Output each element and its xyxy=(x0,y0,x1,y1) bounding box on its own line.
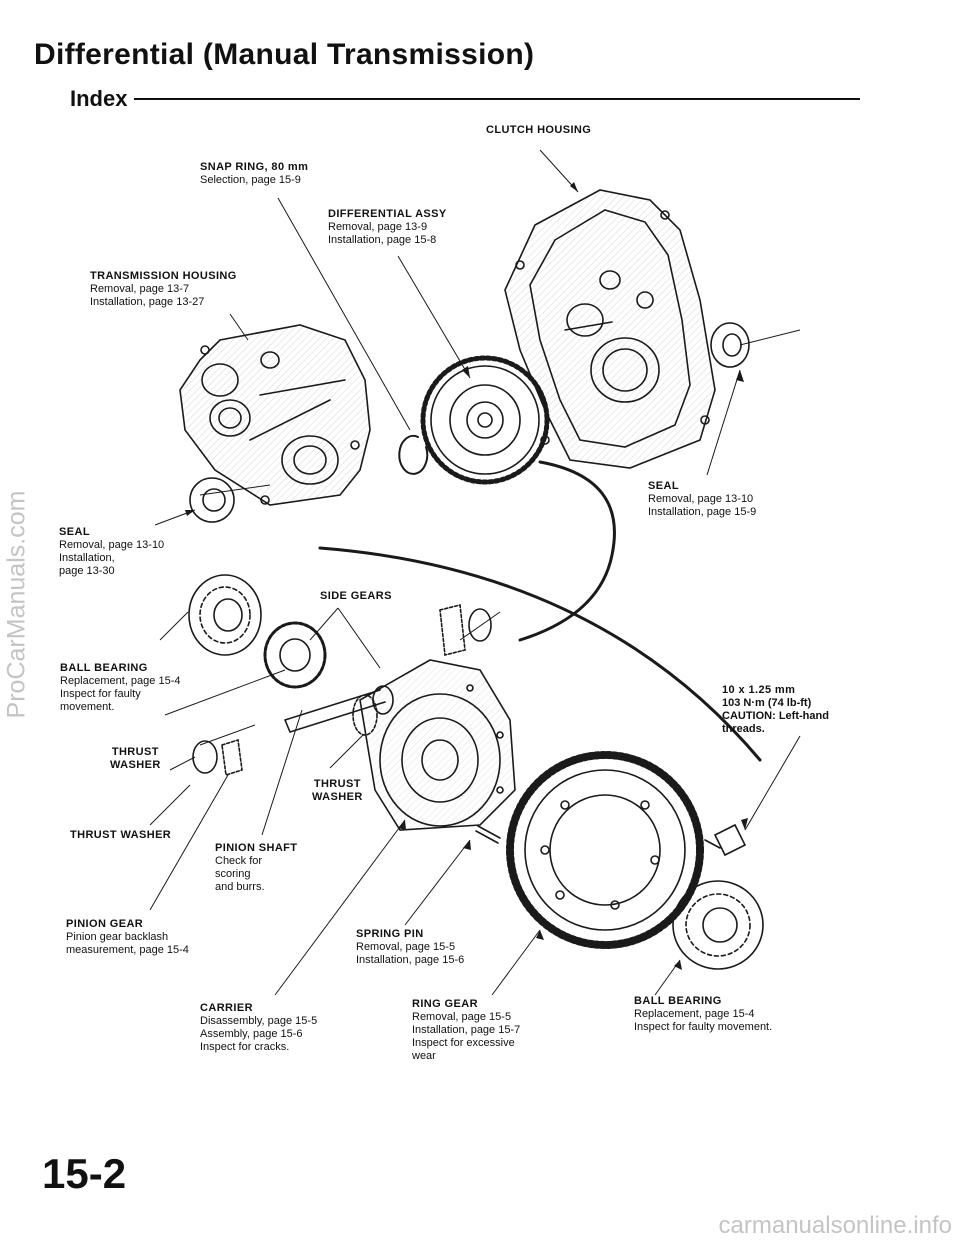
snap-ring-drawing xyxy=(398,434,429,475)
label-line: Removal, page 15-5 xyxy=(412,1011,512,1023)
label-name: 10 x 1.25 mm xyxy=(722,684,796,696)
label-line: Check for xyxy=(215,855,263,867)
label-name: PINION GEAR xyxy=(66,918,144,930)
label-line: Installation, page 15-9 xyxy=(648,506,757,518)
ring-gear-drawing xyxy=(506,751,704,949)
label-pinion-shaft: PINION SHAFT Check for scoring and burrs… xyxy=(215,842,297,894)
label-name: CARRIER xyxy=(200,1002,253,1014)
label-line: Installation, page 13-27 xyxy=(90,296,205,308)
label-line: WASHER xyxy=(110,759,161,771)
transmission-housing-drawing xyxy=(179,324,371,506)
leader-lines xyxy=(149,149,801,996)
label-line: and burrs. xyxy=(215,881,265,893)
side-gear-left-drawing xyxy=(263,621,327,689)
label-line: measurement, page 15-4 xyxy=(66,944,189,956)
diagram-curve xyxy=(518,460,616,642)
label-spring-pin: SPRING PIN Removal, page 15-5 Installati… xyxy=(356,928,464,967)
side-gear-right-drawing xyxy=(439,604,492,656)
label-line: scoring xyxy=(215,868,251,880)
label-line: Inspect for faulty xyxy=(60,688,141,700)
label-differential-assy: DIFFERENTIAL ASSY Removal, page 13-9 Ins… xyxy=(328,208,447,247)
page-title: Differential (Manual Transmission) xyxy=(34,38,535,71)
label-side-gears: SIDE GEARS xyxy=(320,590,392,603)
right-seal-drawing xyxy=(710,322,750,368)
label-line: 103 N·m (74 lb-ft) xyxy=(722,697,812,709)
label-line: Replacement, page 15-4 xyxy=(634,1008,755,1020)
carrier-drawing xyxy=(359,659,516,831)
label-line: CAUTION: Left-hand xyxy=(722,710,829,722)
label-line: Assembly, page 15-6 xyxy=(200,1028,303,1040)
label-thrust-washer-center: THRUST WASHER xyxy=(312,778,363,804)
label-thrust-washer-bottom: THRUST WASHER xyxy=(70,829,171,842)
label-line: Removal, page 13-9 xyxy=(328,221,428,233)
label-ring-gear: RING GEAR Removal, page 15-5 Installatio… xyxy=(412,998,520,1063)
label-line: movement. xyxy=(60,701,115,713)
label-bolt-spec: 10 x 1.25 mm 103 N·m (74 lb-ft) CAUTION:… xyxy=(722,684,829,736)
label-name: THRUST xyxy=(313,778,361,790)
label-transmission-housing: TRANSMISSION HOUSING Removal, page 13-7 … xyxy=(90,270,237,309)
bottom-watermark: carmanualsonline.info xyxy=(718,1212,952,1239)
header-rule xyxy=(134,98,860,100)
label-name: PINION SHAFT xyxy=(215,842,298,854)
spring-pin-drawing xyxy=(475,825,501,844)
label-line: WASHER xyxy=(312,791,363,803)
label-name: SEAL xyxy=(648,480,679,492)
label-name: BALL BEARING xyxy=(60,662,148,674)
label-ball-bearing-left: BALL BEARING Replacement, page 15-4 Insp… xyxy=(60,662,180,714)
label-line: Removal, page 15-5 xyxy=(356,941,456,953)
ball-bearing-right-drawing xyxy=(672,880,764,970)
label-name: THRUST WASHER xyxy=(70,829,172,841)
section-subtitle: Index xyxy=(70,86,128,111)
label-name: SEAL xyxy=(59,526,90,538)
label-pinion-gear: PINION GEAR Pinion gear backlash measure… xyxy=(66,918,189,957)
side-watermark: ProCarManuals.com xyxy=(2,490,31,719)
label-name: THRUST xyxy=(111,746,159,758)
label-line: wear xyxy=(412,1050,436,1062)
label-line: Pinion gear backlash xyxy=(66,931,169,943)
label-snap-ring: SNAP RING, 80 mm Selection, page 15-9 xyxy=(200,161,308,187)
label-line: Inspect for excessive xyxy=(412,1037,515,1049)
clutch-housing-drawing xyxy=(504,189,716,469)
left-seal-drawing xyxy=(189,477,235,523)
label-name: SPRING PIN xyxy=(356,928,424,940)
differential-assy-drawing xyxy=(420,355,550,485)
label-ball-bearing-right: BALL BEARING Replacement, page 15-4 Insp… xyxy=(634,995,772,1034)
bolt-drawing xyxy=(704,823,747,857)
label-line: Removal, page 13-10 xyxy=(59,539,165,551)
label-seal-right: SEAL Removal, page 13-10 Installation, p… xyxy=(648,480,756,519)
label-clutch-housing: CLUTCH HOUSING xyxy=(486,124,591,137)
label-name: TRANSMISSION HOUSING xyxy=(90,270,237,282)
leader-arrowheads xyxy=(185,182,748,970)
label-line: Selection, page 15-9 xyxy=(200,174,301,186)
label-line: Inspect for faulty movement. xyxy=(634,1021,773,1033)
page-number: 15-2 xyxy=(42,1150,127,1197)
label-line: Installation, page 15-8 xyxy=(328,234,437,246)
label-name: CLUTCH HOUSING xyxy=(486,124,592,136)
label-name: SNAP RING, 80 mm xyxy=(200,161,309,173)
label-thrust-washer-left: THRUST WASHER xyxy=(110,746,161,772)
label-line: Installation, xyxy=(59,552,115,564)
label-line: page 13-30 xyxy=(59,565,115,577)
label-name: SIDE GEARS xyxy=(320,590,392,602)
label-line: Removal, page 13-10 xyxy=(648,493,754,505)
label-line: Installation, page 15-6 xyxy=(356,954,465,966)
label-line: Inspect for cracks. xyxy=(200,1041,290,1053)
label-line: threads. xyxy=(722,723,765,735)
label-line: Disassembly, page 15-5 xyxy=(200,1015,318,1027)
label-carrier: CARRIER Disassembly, page 15-5 Assembly,… xyxy=(200,1002,317,1054)
label-name: DIFFERENTIAL ASSY xyxy=(328,208,447,220)
ball-bearing-left-drawing xyxy=(188,574,262,656)
label-seal-left: SEAL Removal, page 13-10 Installation, p… xyxy=(59,526,164,578)
label-line: Removal, page 13-7 xyxy=(90,283,190,295)
label-name: BALL BEARING xyxy=(634,995,722,1007)
label-line: Replacement, page 15-4 xyxy=(60,675,181,687)
label-name: RING GEAR xyxy=(412,998,478,1010)
label-line: Installation, page 15-7 xyxy=(412,1024,521,1036)
